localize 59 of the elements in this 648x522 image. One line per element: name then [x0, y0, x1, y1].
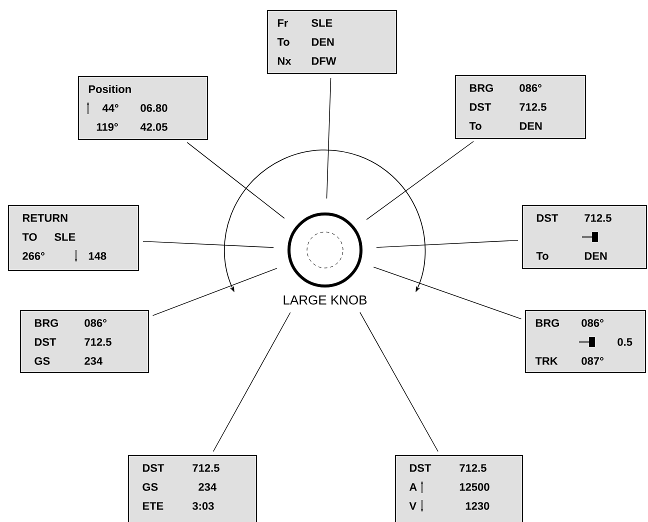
display-text: SLE: [312, 19, 332, 27]
display-text: TO: [22, 233, 37, 241]
display-text: ETE: [142, 502, 164, 510]
display-text: 712.5: [192, 464, 220, 472]
display-text: 086°: [520, 84, 542, 92]
display-text: BRG: [470, 84, 493, 92]
display-text: DST: [470, 103, 492, 111]
display-text: Nx: [278, 57, 292, 65]
leader-line: [366, 141, 474, 220]
display-text: 086°: [84, 319, 106, 327]
leader-line: [373, 266, 522, 320]
knob-label: LARGE KNOB: [284, 295, 367, 305]
display-text: 712.5: [84, 338, 112, 346]
leader-line: [142, 240, 274, 248]
display-text: V: [409, 502, 416, 510]
display-text: SLE: [54, 233, 76, 241]
display-text: 086°: [582, 319, 604, 327]
display-text: To: [277, 38, 290, 46]
leader-line: [212, 312, 291, 452]
display-text: RETURN: [22, 214, 68, 222]
display-text: 1230: [466, 502, 490, 510]
leader-line: [360, 312, 438, 452]
display-text: TRK: [535, 357, 558, 365]
display-text: DST: [536, 214, 558, 222]
display-text: DEN: [520, 122, 542, 130]
display-text: To: [536, 252, 548, 260]
leader-line: [326, 78, 332, 199]
display-text: A: [409, 483, 417, 491]
display-text: DST: [410, 464, 432, 472]
display-text: Fr: [278, 19, 288, 27]
display-text: DST: [142, 464, 164, 472]
display-text: BRG: [34, 319, 58, 327]
display-text: 119°: [96, 123, 118, 131]
display-text: 12500: [460, 483, 490, 491]
leader-line: [152, 268, 278, 316]
display-text: GS: [142, 483, 158, 491]
display-text: 712.5: [584, 214, 612, 222]
display-text: 712.5: [460, 464, 486, 472]
display-text: 266°: [22, 252, 44, 260]
display-text: 087°: [582, 357, 604, 365]
display-text: GS: [34, 357, 50, 365]
display-text: 148: [88, 252, 106, 260]
display-text: 44°: [102, 104, 118, 112]
display-text: DST: [34, 338, 56, 346]
display-text: Position: [88, 84, 131, 94]
display-text: 06.80: [140, 104, 168, 112]
display-text: To: [469, 122, 482, 130]
display-text: DEN: [312, 38, 334, 46]
display-text: 234: [84, 357, 102, 365]
display-text: 234: [198, 483, 216, 491]
display-text: 3:03: [192, 502, 214, 510]
display-text: BRG: [536, 319, 559, 327]
display-text: 42.05: [140, 123, 168, 131]
display-text: 712.5: [520, 103, 546, 111]
display-text: 0.5: [618, 338, 632, 346]
leader-line: [376, 240, 518, 248]
leader-line: [186, 142, 285, 219]
display-text: DFW: [312, 57, 336, 65]
display-text: DEN: [584, 252, 607, 260]
